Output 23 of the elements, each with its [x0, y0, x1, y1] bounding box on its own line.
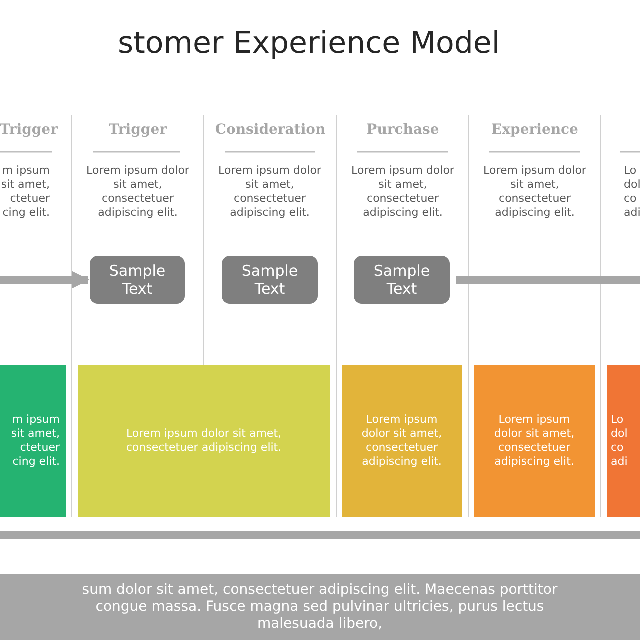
stage-block: Lorem ipsum dolor sit amet, consectetuer adipiscing elit. [342, 365, 462, 517]
column-heading: Purchase [366, 122, 440, 138]
stage-block: Lo dol co adi [607, 365, 640, 517]
process-box: Sample Text [90, 256, 185, 304]
stage-block: m ipsum sit amet, ctetuer cing elit. [0, 365, 66, 517]
process-box: Sample Text [354, 256, 450, 304]
footer-band: sum dolor sit amet, consectetuer adipiscing elit. Maecenas porttitor congue massa. Fusce magna sed pulvinar ultricies, purus lectus malesuada libero, [0, 574, 640, 640]
column-text: Lorem ipsum dolor sit amet, consectetuer adipiscing elit. [86, 164, 190, 220]
column-text: Lorem ipsum dolor sit amet, consectetuer adipiscing elit. [351, 164, 455, 220]
column-text: m ipsum sit amet, ctetuer cing elit. [0, 164, 50, 220]
process-box: Sample Text [222, 256, 318, 304]
connector-line [456, 276, 640, 284]
column-heading: Trigger [108, 122, 168, 138]
title: stomer Experience Model [118, 26, 500, 61]
column-heading: Trigger [0, 122, 56, 138]
column-heading: Experience [490, 122, 580, 138]
column-heading: Consideration [214, 122, 327, 138]
stage-block: Lorem ipsum dolor sit amet, consectetuer adipiscing elit. [78, 365, 330, 517]
column-text: Lorem ipsum dolor sit amet, consectetuer adipiscing elit. [218, 164, 322, 220]
arrow [0, 271, 90, 289]
stage-block: Lorem ipsum dolor sit amet, consectetuer adipiscing elit. [474, 365, 595, 517]
column-text: Lorem ipsum dolor sit amet, consectetuer adipiscing elit. [483, 164, 587, 220]
column-text: Lo dol co adi [624, 164, 640, 220]
